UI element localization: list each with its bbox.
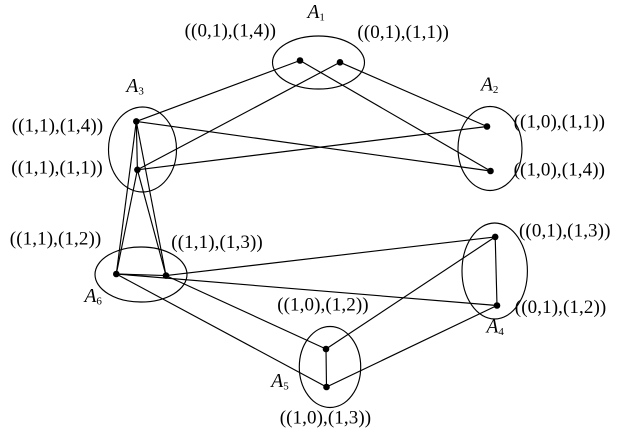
svg-text:((0,1),(1,3)): ((0,1),(1,3)) — [519, 221, 611, 242]
svg-text:((0,1),(1,1)): ((0,1),(1,1)) — [357, 22, 449, 43]
svg-text:((1,0),(1,3)): ((1,0),(1,3)) — [280, 408, 372, 429]
svg-text:((0,1),(1,2)): ((0,1),(1,2)) — [515, 297, 607, 318]
svg-text:((1,1),(1,3)): ((1,1),(1,3)) — [171, 232, 263, 253]
svg-text:((1,0),(1,1)): ((1,0),(1,1)) — [514, 112, 606, 133]
svg-text:((1,0),(1,2)): ((1,0),(1,2)) — [277, 295, 369, 316]
svg-text:((1,1),(1,4)): ((1,1),(1,4)) — [12, 116, 104, 137]
svg-text:((0,1),(1,4)): ((0,1),(1,4)) — [185, 21, 277, 42]
svg-text:((1,1),(1,1)): ((1,1),(1,1)) — [11, 158, 103, 179]
svg-text:((1,1),(1,2)): ((1,1),(1,2)) — [10, 229, 102, 250]
svg-text:((1,0),(1,4)): ((1,0),(1,4)) — [514, 160, 606, 181]
